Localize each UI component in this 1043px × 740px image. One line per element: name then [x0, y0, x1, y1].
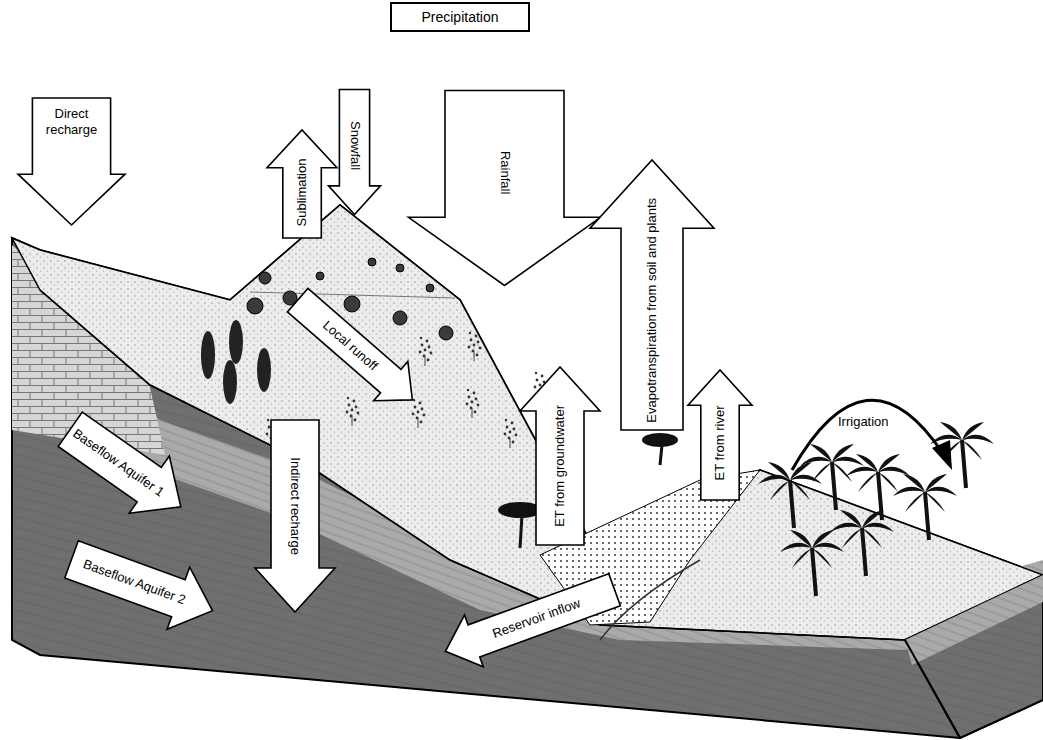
- text-wrap: Direct recharge: [36, 106, 106, 137]
- flow-arrow: Direct recharge: [18, 98, 125, 225]
- flow-arrow: Snowfall: [328, 90, 380, 215]
- flow-arrow: Indirect recharge: [255, 420, 335, 612]
- title-box: Precipitation: [390, 2, 530, 32]
- arrow-label: ET from groundwater: [552, 391, 568, 541]
- arrow-label: Indirect recharge: [287, 424, 303, 588]
- process-label: Irrigation: [838, 414, 889, 430]
- text-wrap: Evapotranspiration from soil and plants: [644, 195, 660, 426]
- arrow-label: Evapotranspiration from soil and plants: [644, 195, 660, 426]
- text-wrap: ET from river: [712, 390, 728, 496]
- flow-arrow: ET from groundwater: [520, 367, 600, 545]
- text-wrap: Indirect recharge: [287, 424, 303, 588]
- text-wrap: Sublimation: [294, 151, 310, 234]
- arrow-label: ET from river: [712, 390, 728, 496]
- flow-arrow: Sublimation: [267, 130, 337, 238]
- text-wrap: ET from groundwater: [552, 391, 568, 541]
- text-wrap: Precipitation: [421, 9, 498, 26]
- arrow-label: Direct recharge: [36, 106, 106, 137]
- text-wrap: Snowfall: [346, 94, 362, 198]
- arrow-label: Snowfall: [346, 94, 362, 198]
- arrow-label: Sublimation: [294, 151, 310, 234]
- acacia-trees: [498, 433, 678, 548]
- irrigation-arrow: [792, 400, 952, 470]
- palm-trees: [758, 422, 994, 596]
- cypress-trees: [201, 320, 271, 404]
- flow-arrow: ET from river: [688, 370, 752, 500]
- arrow-label: Rainfall: [496, 95, 512, 251]
- text-wrap: Rainfall: [496, 95, 512, 251]
- flow-arrow: Rainfall: [408, 91, 600, 286]
- title-text: Precipitation: [421, 9, 498, 26]
- flow-arrow: Evapotranspiration from soil and plants: [590, 160, 714, 430]
